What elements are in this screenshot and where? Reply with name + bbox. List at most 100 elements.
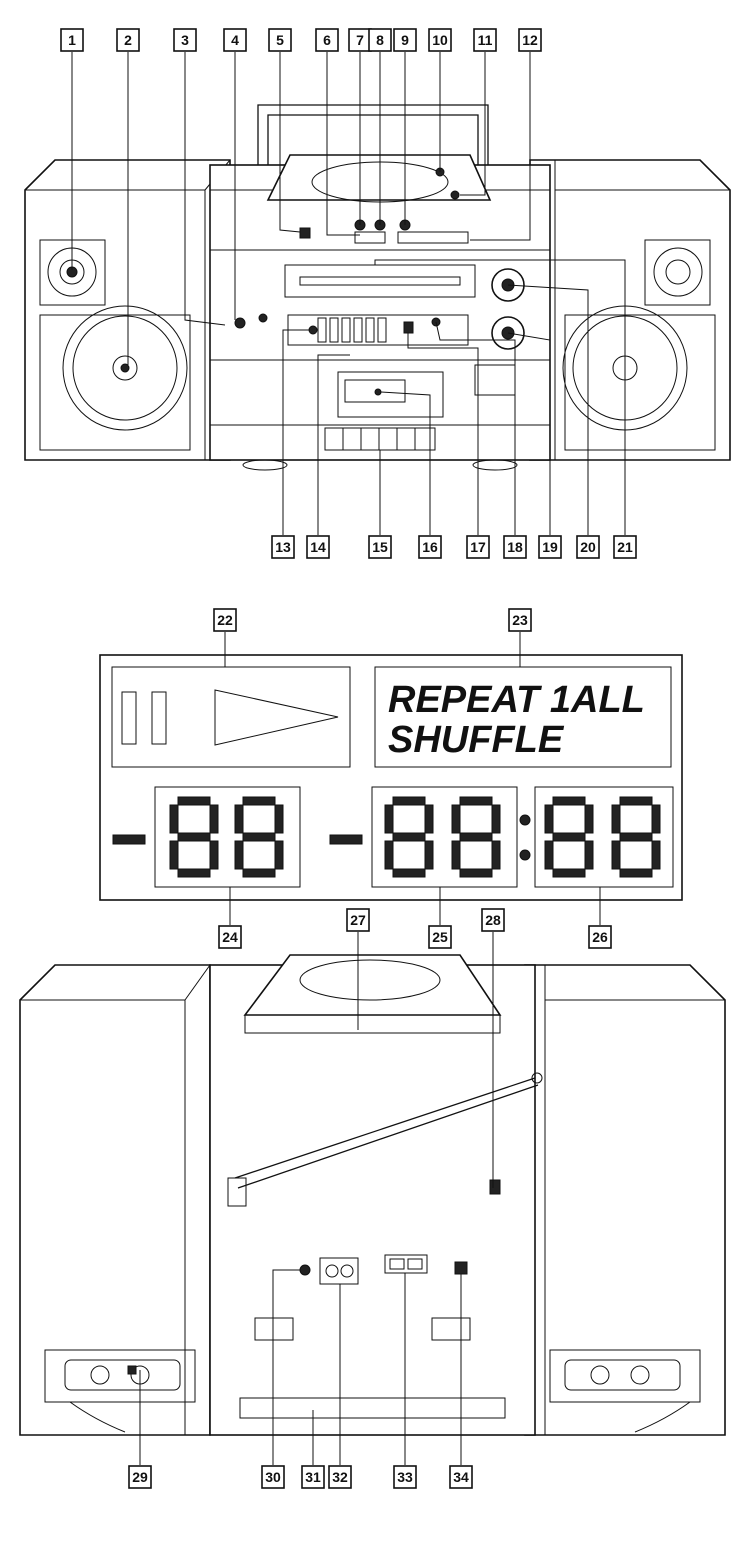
callout-number: 11 — [478, 32, 493, 48]
callout-number: 27 — [350, 912, 366, 928]
callout-number: 9 — [401, 32, 409, 48]
seven-segment-digits — [169, 796, 661, 878]
callout-number: 10 — [432, 32, 448, 48]
digit-segment — [234, 840, 244, 870]
digit-segment — [619, 832, 653, 842]
callout-9: 9 — [393, 28, 417, 52]
digit-segment — [169, 804, 179, 834]
digit-segment — [392, 868, 426, 878]
callout-number: 17 — [470, 539, 486, 555]
callout-number: 26 — [592, 929, 608, 945]
callout-number: 24 — [222, 929, 238, 945]
digit-segment — [424, 804, 434, 834]
callout-number: 6 — [323, 32, 331, 48]
callout-21: 21 — [613, 535, 637, 559]
digit-segment — [552, 796, 586, 806]
digit-segment — [491, 804, 501, 834]
callout-7: 7 — [348, 28, 372, 52]
digit-segment — [177, 796, 211, 806]
digit-segment — [459, 796, 493, 806]
digit-segment — [234, 804, 244, 834]
callout-number: 30 — [265, 1469, 281, 1485]
callout-number: 7 — [356, 32, 364, 48]
callout-6: 6 — [315, 28, 339, 52]
callout-32: 32 — [328, 1465, 352, 1489]
digit-segment — [459, 832, 493, 842]
callout-number: 25 — [432, 929, 448, 945]
callout-29: 29 — [128, 1465, 152, 1489]
display-line-2: SHUFFLE — [388, 719, 565, 761]
callout-number: 32 — [332, 1469, 348, 1485]
digit-segment — [552, 868, 586, 878]
callout-2: 2 — [116, 28, 140, 52]
digit-segment — [169, 840, 179, 870]
front-view — [24, 52, 731, 535]
digit-segment — [611, 804, 621, 834]
digit-segment — [544, 804, 554, 834]
callout-11: 11 — [473, 28, 497, 52]
digit-segment — [242, 796, 276, 806]
callout-12: 12 — [518, 28, 542, 52]
callout-3: 3 — [173, 28, 197, 52]
digit-segment — [209, 804, 219, 834]
callout-28: 28 — [481, 908, 505, 932]
callout-number: 20 — [580, 539, 596, 555]
callout-27: 27 — [346, 908, 370, 932]
digit-segment — [451, 804, 461, 834]
callout-13: 13 — [271, 535, 295, 559]
digit-segment — [384, 840, 394, 870]
digit-segment — [242, 868, 276, 878]
digit-segment — [384, 804, 394, 834]
callout-19: 19 — [538, 535, 562, 559]
callout-30: 30 — [261, 1465, 285, 1489]
digit-segment — [584, 804, 594, 834]
callout-20: 20 — [576, 535, 600, 559]
digit-segment — [651, 804, 661, 834]
digit-segment — [177, 868, 211, 878]
digit-segment — [491, 840, 501, 870]
callout-number: 5 — [276, 32, 284, 48]
callout-10: 10 — [428, 28, 452, 52]
digit-segment — [619, 796, 653, 806]
callout-16: 16 — [418, 535, 442, 559]
digit-segment — [552, 832, 586, 842]
display-view: REPEAT 1ALL SHUFFLE — [99, 632, 683, 925]
digit-segment — [459, 868, 493, 878]
callout-31: 31 — [301, 1465, 325, 1489]
digit-segment — [611, 840, 621, 870]
digit-segment — [584, 840, 594, 870]
callout-number: 31 — [305, 1469, 321, 1485]
callout-number: 34 — [453, 1469, 469, 1485]
display-line-1: REPEAT 1ALL — [388, 679, 645, 721]
digit-segment — [619, 868, 653, 878]
digit-segment — [651, 840, 661, 870]
callout-number: 3 — [181, 32, 189, 48]
digit-segment — [177, 832, 211, 842]
callout-8: 8 — [368, 28, 392, 52]
callout-number: 21 — [617, 539, 633, 555]
digit-segment — [274, 840, 284, 870]
callout-number: 15 — [372, 539, 388, 555]
callout-number: 29 — [132, 1469, 148, 1485]
digit-segment — [451, 840, 461, 870]
callout-25: 25 — [428, 925, 452, 949]
callout-number: 4 — [231, 32, 239, 48]
rear-view — [19, 932, 726, 1465]
callout-number: 28 — [485, 912, 501, 928]
digit-segment — [274, 804, 284, 834]
callout-26: 26 — [588, 925, 612, 949]
callout-23: 23 — [508, 608, 532, 632]
callout-1: 1 — [60, 28, 84, 52]
callout-24: 24 — [218, 925, 242, 949]
callout-number: 23 — [512, 612, 528, 628]
callout-number: 18 — [507, 539, 523, 555]
callout-number: 12 — [522, 32, 538, 48]
callout-14: 14 — [306, 535, 330, 559]
callout-34: 34 — [449, 1465, 473, 1489]
callout-number: 2 — [124, 32, 132, 48]
digit-segment — [392, 832, 426, 842]
callout-17: 17 — [466, 535, 490, 559]
callout-number: 33 — [397, 1469, 413, 1485]
